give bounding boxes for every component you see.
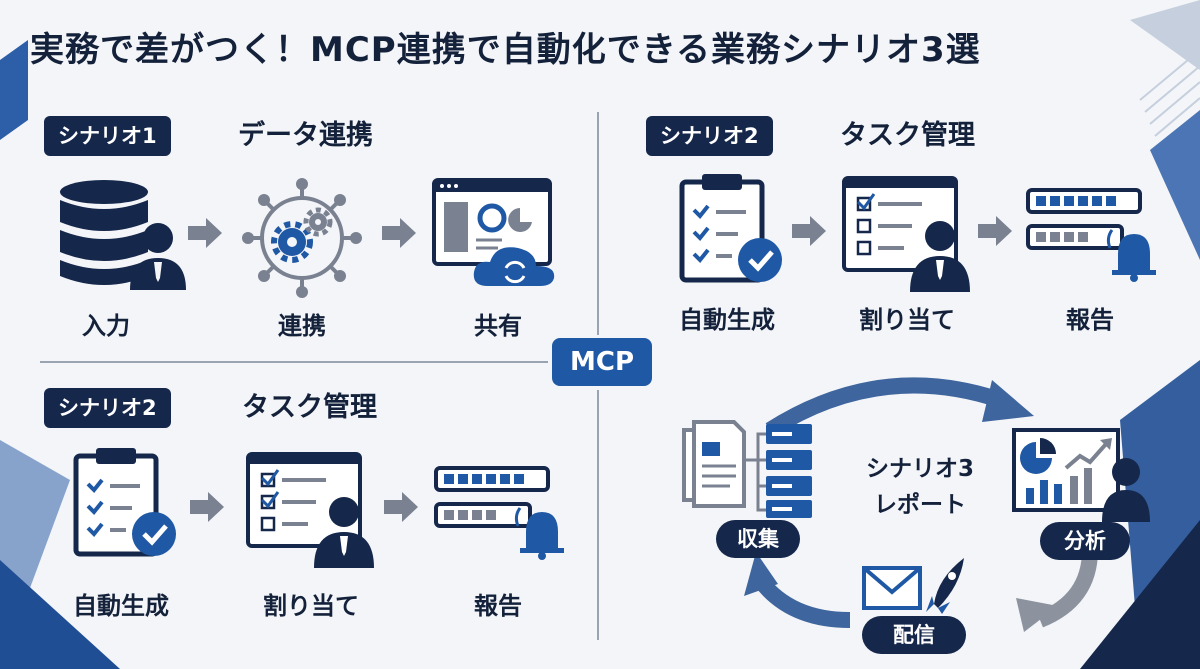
scenario-d-step-collect: 収集 [716, 520, 800, 558]
dashboard-cloud-icon [432, 178, 555, 286]
scenario-a-step-3-label: 共有 [474, 312, 522, 340]
clipboard-check-icon [73, 448, 176, 557]
database-user-icon [60, 180, 186, 290]
scenario-d-step-distribute: 配信 [862, 616, 966, 654]
cycle-arrows [744, 377, 1098, 632]
scenario-b-step-2-label: 割り当て [859, 306, 955, 334]
scenario-d-center-line2: レポート [874, 492, 966, 518]
task-list-user-icon [246, 452, 374, 568]
scenario-b-title: タスク管理 [840, 120, 975, 151]
scenario-d-center-line1: シナリオ3 [865, 456, 974, 482]
task-list-user-icon [842, 176, 970, 292]
mcp-hub-label: MCP [552, 338, 652, 386]
arrow-right-icon [978, 216, 1012, 246]
scenario-b-step-3-label: 報告 [1066, 306, 1114, 334]
arrow-right-icon [188, 218, 222, 248]
mail-rocket-icon [862, 558, 964, 614]
arrow-right-icon [792, 216, 826, 246]
progress-bell-icon [1026, 188, 1156, 282]
arrow-right-icon [190, 492, 224, 522]
progress-bell-icon [434, 466, 564, 560]
scenario-d-step-analyze: 分析 [1040, 522, 1130, 560]
scenario-a-badge: シナリオ1 [44, 116, 171, 156]
arrow-right-icon [382, 218, 416, 248]
scenario-c-title: タスク管理 [242, 392, 377, 423]
arrow-right-icon [384, 492, 418, 522]
scenario-a-step-2-label: 連携 [278, 312, 326, 340]
scenario-c-step-3-label: 報告 [474, 592, 522, 620]
gear-network-icon [242, 178, 362, 298]
scenario-b-step-1-label: 自動生成 [679, 306, 775, 334]
scenario-c-step-2-label: 割り当て [263, 592, 359, 620]
documents-server-icon [682, 420, 812, 518]
scenario-b-badge: シナリオ2 [646, 116, 773, 156]
page-title: 実務で差がつく！MCP連携で自動化できる業務シナリオ3選 [30, 30, 981, 70]
scenario-a-title: データ連携 [238, 120, 373, 151]
scenario-c-badge: シナリオ2 [44, 388, 171, 428]
scenario-c-step-1-label: 自動生成 [73, 592, 169, 620]
analytics-user-icon [1012, 428, 1150, 522]
scenario-a-step-1-label: 入力 [82, 312, 130, 340]
clipboard-check-icon [679, 174, 782, 283]
